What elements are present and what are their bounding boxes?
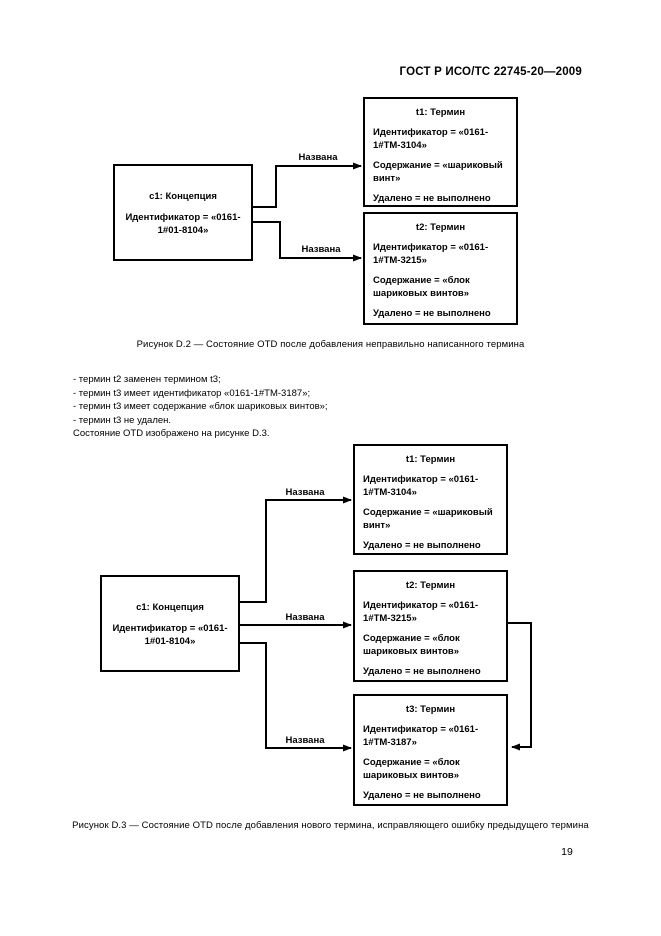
d3-term-box-t3: t3: Термин Идентификатор = «0161-1#ТМ-31… [353,694,508,806]
d3-t2-deleted: Удалено = не выполнено [363,666,481,677]
d3-t3-identifier: Идентификатор = «0161-1#ТМ-3187» [363,724,479,748]
d2-t1-deleted: Удалено = не выполнено [373,193,491,204]
d2-t2-deleted: Удалено = не выполнено [373,308,491,319]
d2-t1-content: Содержание = «шариковый винт» [373,160,503,184]
d3-term-box-t2: t2: Термин Идентификатор = «0161-1#ТМ-32… [353,570,508,682]
d2-concept-box-c1: с1: Концепция Идентификатор = «0161-1#01… [113,164,253,261]
d3-t3-title: t3: Термин [405,704,456,715]
document-header: ГОСТ Р ИСО/ТС 22745-20—2009 [399,66,582,78]
d3-c1-identifier: Идентификатор = «0161-1#01-8104» [112,622,228,647]
note-item: - термин t3 имеет содержание «блок шарик… [73,401,328,412]
d2-c1-title: с1: Концепция [149,190,217,202]
d2-term-box-t2: t2: Термин Идентификатор = «0161- 1#ТМ-3… [363,212,518,325]
d3-t3-deleted: Удалено = не выполнено [363,790,481,801]
d2-t2-title: t2: Термин [415,222,466,233]
note-closing: Состояние OTD изображено на рисунке D.3. [73,428,270,439]
d3-t1-deleted: Удалено = не выполнено [363,540,481,551]
notes-block: - термин t2 заменен термином t3; - терми… [73,373,543,441]
d2-edge-label-named-2: Названа [301,244,341,255]
d3-edge-label-named-1: Названа [285,487,325,498]
d3-edge-c1-t3 [240,642,352,752]
d2-c1-identifier: Идентификатор = «0161-1#01-8104» [125,211,241,236]
d3-term-box-t1: t1: Термин Идентификатор = «0161-1#ТМ-31… [353,444,508,555]
note-item: - термин t3 не удален. [73,414,172,426]
d2-t2-content: Содержание = «блок шариковых винтов» [373,275,470,299]
d2-term-box-t1: t1: Термин Идентификатор = «0161-1#ТМ-31… [363,97,518,207]
d3-t1-title: t1: Термин [405,454,456,465]
d3-edge-label-named-3: Названа [285,735,325,746]
d2-t1-title: t1: Термин [415,107,466,118]
d3-edge-c1-t1 [240,496,352,603]
d3-c1-title: с1: Концепция [136,601,204,613]
d3-t2-content: Содержание = «блок шариковых винтов» [363,633,460,657]
note-item: - термин t3 имеет идентификатор «0161-1#… [73,387,311,399]
note-item: - термин t2 заменен термином t3; [73,374,221,385]
d3-t2-identifier: Идентификатор = «0161-1#ТМ-3215» [363,600,479,624]
d2-t1-identifier: Идентификатор = «0161-1#ТМ-3104» [373,127,489,151]
d3-t1-identifier: Идентификатор = «0161-1#ТМ-3104» [363,474,479,498]
figure-d3-caption: Рисунок D.3 — Состояние OTD после добавл… [72,820,589,831]
d3-t1-content: Содержание = «шариковый винт» [363,507,493,531]
d3-edge-t2-t3 [508,622,532,751]
d3-concept-box-c1: с1: Концепция Идентификатор = «0161-1#01… [100,575,240,672]
d2-edge-c1-t1 [253,162,362,208]
d3-t2-title: t2: Термин [405,580,456,591]
d2-edge-label-named-1: Названа [298,152,338,163]
d3-edge-label-named-2: Названа [285,612,325,623]
d3-t3-content: Содержание = «блок шариковых винтов» [363,757,460,781]
d2-t2-identifier: Идентификатор = «0161- 1#ТМ-3215» [373,242,489,266]
page-number: 19 [561,846,573,858]
figure-d2-caption: Рисунок D.2 — Состояние OTD после добавл… [136,339,525,350]
